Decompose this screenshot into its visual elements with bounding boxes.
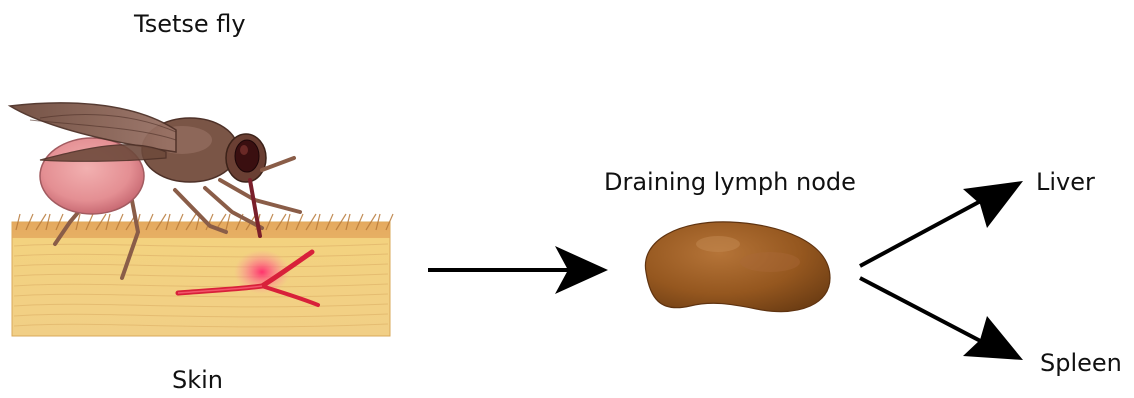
arrow-node-to-liver: [860, 181, 1023, 266]
arrow-skin-to-node: [428, 246, 608, 294]
skin-block: [12, 214, 393, 336]
spleen-label: Spleen: [1040, 349, 1122, 377]
lymph-node-illustration: [645, 222, 830, 312]
liver-label: Liver: [1036, 168, 1095, 196]
arrow-node-to-spleen: [860, 278, 1023, 360]
lymph-node-label: Draining lymph node: [604, 168, 856, 196]
skin-label: Skin: [172, 366, 223, 394]
tsetse-fly-label: Tsetse fly: [134, 10, 246, 38]
